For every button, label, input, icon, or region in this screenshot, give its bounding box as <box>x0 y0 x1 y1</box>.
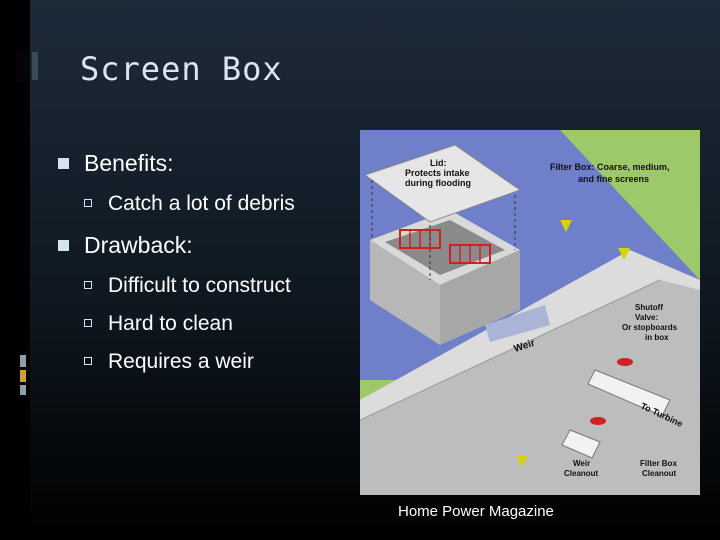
flow-arrow-icon <box>618 248 630 260</box>
hollow-square-bullet-icon <box>84 281 92 289</box>
sub-bullet-label: Difficult to construct <box>108 274 291 297</box>
decorative-tick <box>20 355 26 367</box>
sub-bullet: Catch a lot of debris <box>58 185 295 223</box>
flow-arrow-icon <box>516 455 528 467</box>
figure-caption: Home Power Magazine <box>398 503 554 520</box>
bullet-list: Benefits: Catch a lot of debris Drawback… <box>58 145 295 381</box>
decorative-tick <box>20 370 26 382</box>
decorative-tick <box>20 385 26 395</box>
sub-bullet: Difficult to construct <box>58 267 295 305</box>
filter-box-front <box>370 240 440 345</box>
bullet-benefits: Benefits: <box>58 145 295 181</box>
filter-cleanout-label: Filter Box Cleanout <box>640 459 679 478</box>
intake-pipe <box>485 305 550 342</box>
slide-title: Screen Box <box>80 50 283 88</box>
hollow-square-bullet-icon <box>84 357 92 365</box>
sub-bullet-label: Requires a weir <box>108 350 254 373</box>
weir-cleanout-label: Weir Cleanout <box>564 459 599 478</box>
square-bullet-icon <box>58 240 69 251</box>
sub-bullet-label: Hard to clean <box>108 312 233 335</box>
hollow-square-bullet-icon <box>84 319 92 327</box>
filter-box-side <box>440 250 520 345</box>
screen-box-diagram: Lid: Protects intake during flooding Fil… <box>360 130 700 495</box>
hollow-square-bullet-icon <box>84 199 92 207</box>
sub-bullet: Hard to clean <box>58 305 295 343</box>
filter-box-label: Filter Box: Coarse, medium, and fine scr… <box>550 162 672 184</box>
bullet-drawback: Drawback: <box>58 227 295 263</box>
shutoff-valve-label: Shutoff Valve: Or stopboards in box <box>622 303 679 342</box>
cleanout-pipe <box>561 429 601 459</box>
bullet-label: Drawback: <box>84 232 193 258</box>
bullet-label: Benefits: <box>84 150 174 176</box>
lid-label: Lid: Protects intake during flooding <box>405 158 472 188</box>
shutoff-valve-handle <box>617 358 633 366</box>
dam-wall-face <box>360 280 700 495</box>
sub-bullet-label: Catch a lot of debris <box>108 192 295 215</box>
title-accent-bar-secondary <box>32 52 38 80</box>
cleanout-valve-handle <box>590 417 606 425</box>
sub-bullet: Requires a weir <box>58 343 295 381</box>
turbine-pipe <box>587 369 671 417</box>
title-accent-bar <box>16 50 30 82</box>
box-lid <box>363 144 522 223</box>
flow-arrow-icon <box>560 220 572 232</box>
square-bullet-icon <box>58 158 69 169</box>
